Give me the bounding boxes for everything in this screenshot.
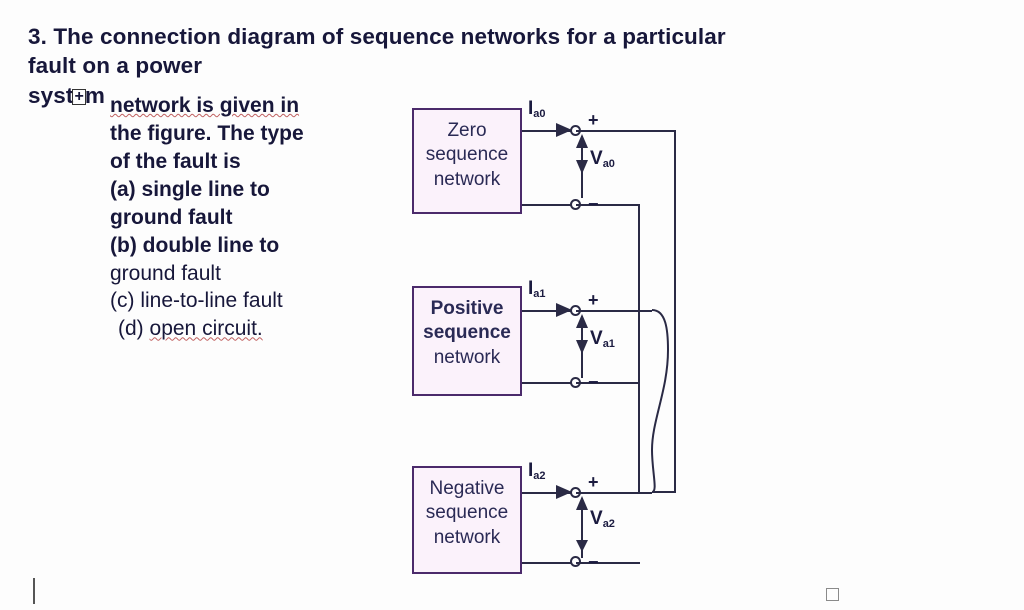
- positive-plus-sign: +: [588, 290, 599, 310]
- va0-subscript: a0: [602, 158, 615, 170]
- positive-top-bus: [576, 310, 652, 312]
- positive-bottom-wire: [522, 382, 574, 384]
- option-d-text: open circuit.: [149, 317, 263, 341]
- zero-plus-sign: +: [588, 110, 599, 130]
- zero-block-line1: Zero: [447, 120, 487, 141]
- zero-block-line3: network: [433, 168, 501, 190]
- va0-symbol: V: [590, 148, 603, 169]
- va1-up-arrow: [576, 314, 588, 328]
- zero-block-line2: sequence: [425, 144, 509, 166]
- option-d: (d) open circuit.: [110, 315, 410, 343]
- question-statement: 3. The connection diagram of sequence ne…: [28, 22, 728, 110]
- zero-minus-sign: −: [588, 194, 599, 214]
- boxed-plus-glyph: +: [72, 87, 86, 106]
- body-line-2: the figure. The type: [110, 121, 304, 145]
- ia0-symbol: I: [528, 98, 534, 119]
- negative-bottom-wire: [522, 562, 574, 564]
- current-label-ia1: Ia1: [528, 278, 546, 300]
- negative-block-line2: sequence: [425, 502, 509, 524]
- positive-block-line3: network: [433, 346, 501, 368]
- negative-minus-sign: −: [588, 552, 599, 572]
- option-a-key: (a): [110, 177, 136, 201]
- negative-block-line3: network: [433, 526, 501, 548]
- option-c: (c) line-to-line fault: [110, 287, 410, 315]
- page-left-tick: [33, 578, 35, 604]
- negative-bottom-bus: [576, 562, 640, 564]
- zero-top-bus: [576, 130, 676, 132]
- va2-symbol: V: [590, 508, 603, 529]
- option-b-key: (b): [110, 233, 137, 257]
- question-line2-pre: syst: [28, 82, 74, 108]
- option-b-text: double line to: [142, 233, 280, 257]
- question-body-and-options: network is given in the figure. The type…: [110, 92, 410, 343]
- positive-sequence-block: Positive sequence network: [412, 286, 522, 396]
- question-line2: syst+m: [28, 81, 728, 110]
- ia0-subscript: a0: [533, 108, 546, 120]
- negative-plus-sign: +: [588, 472, 599, 492]
- option-a-cont: ground fault: [110, 205, 233, 229]
- va0-down-arrow: [576, 160, 588, 174]
- va0-up-arrow: [576, 134, 588, 148]
- option-c-key: (c): [110, 289, 135, 313]
- positive-top-wire: [522, 310, 574, 312]
- va1-down-arrow: [576, 340, 588, 354]
- body-line-3: of the fault is: [110, 149, 241, 173]
- zero-sequence-block: Zero sequence network: [412, 108, 522, 214]
- negative-top-bus: [576, 492, 652, 494]
- ia2-subscript: a2: [533, 470, 546, 482]
- option-a: (a) single line to: [110, 176, 410, 204]
- page-corner-mark: [826, 588, 839, 601]
- negative-sequence-block: Negative sequence network: [412, 466, 522, 574]
- ia1-symbol: I: [528, 278, 534, 299]
- sequence-network-diagram: Zero sequence network Ia0 + − Va0 Positi…: [400, 90, 720, 590]
- va2-down-arrow: [576, 540, 588, 552]
- option-d-key: (d): [118, 317, 144, 341]
- positive-minus-sign: −: [588, 372, 599, 392]
- zero-top-wire: [522, 130, 574, 132]
- option-a-text: single line to: [141, 177, 270, 201]
- positive-block-line2: sequence: [423, 322, 511, 344]
- zero-bottom-vertical: [638, 204, 640, 494]
- zero-bottom-bus: [576, 204, 640, 206]
- parallel-connection-curve: [650, 309, 670, 493]
- va2-subscript: a2: [602, 518, 615, 530]
- body-line-1: network is given in: [110, 94, 300, 117]
- va1-subscript: a1: [602, 338, 615, 350]
- va2-up-arrow: [576, 496, 588, 510]
- negative-bottom-node: [570, 556, 581, 567]
- ia1-subscript: a1: [533, 288, 546, 300]
- option-b-cont: ground fault: [110, 261, 221, 285]
- option-b: (b) double line to: [110, 232, 410, 260]
- question-number: 3.: [28, 24, 47, 49]
- question-line1: The connection diagram of sequence netwo…: [28, 24, 726, 79]
- voltage-label-va1: Va1: [590, 328, 615, 350]
- zero-right-vertical: [674, 130, 676, 310]
- voltage-label-va2: Va2: [590, 508, 615, 530]
- question-line2-post: m: [84, 82, 105, 108]
- positive-block-line1: Positive: [430, 298, 504, 319]
- voltage-label-va0: Va0: [590, 148, 615, 170]
- positive-bottom-bus: [576, 382, 640, 384]
- negative-block-line1: Negative: [429, 478, 505, 499]
- current-label-ia2: Ia2: [528, 460, 546, 482]
- option-c-text: line-to-line fault: [140, 289, 283, 313]
- va1-symbol: V: [590, 328, 603, 349]
- negative-top-wire: [522, 492, 574, 494]
- ia2-symbol: I: [528, 460, 534, 481]
- current-label-ia0: Ia0: [528, 98, 546, 120]
- zero-bottom-wire: [522, 204, 574, 206]
